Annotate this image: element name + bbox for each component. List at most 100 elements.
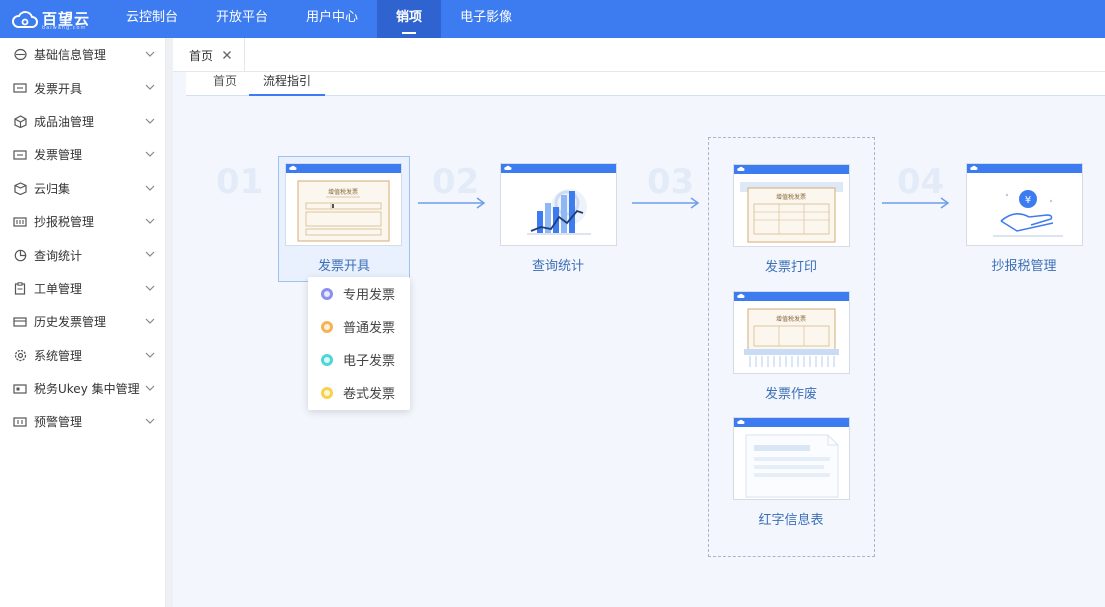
close-icon[interactable] bbox=[222, 50, 232, 60]
chevron-down-icon bbox=[145, 385, 155, 391]
sidebar-item-label: 抄报税管理 bbox=[34, 215, 95, 230]
chevron-down-icon bbox=[145, 352, 155, 358]
sidebar-item-invoice-issue[interactable]: 发票开具 bbox=[0, 71, 165, 104]
card-invoice-issue[interactable]: 增值税发票 bbox=[285, 163, 402, 246]
chevron-down-icon bbox=[145, 51, 155, 57]
popup-item-normal-invoice[interactable]: 普通发票 bbox=[308, 310, 410, 343]
normal-invoice-icon bbox=[321, 320, 333, 333]
cloud-logo-icon bbox=[12, 11, 38, 28]
logo[interactable]: 百望云 baiwang.com bbox=[12, 7, 102, 31]
money-hand-illustration: ¥ bbox=[993, 190, 1063, 237]
step-label-query-stats[interactable]: 查询统计 bbox=[531, 259, 584, 274]
sidebar-item-label: 预警管理 bbox=[34, 415, 83, 430]
chevron-down-icon bbox=[145, 118, 155, 124]
invoice-illustration: 增值税发票 bbox=[297, 180, 390, 242]
card-header bbox=[734, 418, 849, 427]
tab-home[interactable]: 首页 bbox=[173, 38, 245, 72]
step-number: 01 bbox=[216, 162, 264, 202]
sidebar-item-oil[interactable]: 成品油管理 bbox=[0, 105, 165, 138]
step-label-red-info-sheet[interactable]: 红字信息表 bbox=[758, 513, 824, 528]
invoice-type-popup: 专用发票 普通发票 电子发票 卷式发票 bbox=[308, 277, 410, 410]
subtab-home[interactable]: 首页 bbox=[213, 74, 238, 88]
nav-item-user-center[interactable]: 用户中心 bbox=[306, 10, 359, 25]
sidebar-item-label: 工单管理 bbox=[34, 281, 83, 296]
sidebar-item-work-order[interactable]: 工单管理 bbox=[0, 272, 165, 305]
popup-item-label: 普通发票 bbox=[343, 321, 396, 336]
sidebar-scrollbar[interactable] bbox=[166, 38, 173, 607]
document-illustration bbox=[745, 434, 839, 498]
tab-bar: 首页 bbox=[173, 38, 1105, 72]
sidebar-item-basic-info[interactable]: 基础信息管理 bbox=[0, 38, 165, 71]
step-number: 03 bbox=[647, 162, 695, 202]
database-icon bbox=[13, 48, 27, 62]
card-red-info-sheet[interactable] bbox=[733, 417, 850, 500]
card-header bbox=[734, 165, 849, 174]
history-icon bbox=[13, 315, 27, 329]
ticket-icon bbox=[13, 148, 27, 162]
card-query-stats[interactable] bbox=[500, 163, 617, 246]
sidebar-item-invoice-manage[interactable]: 发票管理 bbox=[0, 138, 165, 171]
card-invoice-print[interactable]: 增值税发票 bbox=[733, 164, 850, 247]
step-label-tax-report[interactable]: 抄报税管理 bbox=[991, 259, 1057, 274]
sidebar-item-label: 系统管理 bbox=[34, 348, 83, 363]
tax-icon bbox=[13, 215, 27, 229]
step-label-invoice-print[interactable]: 发票打印 bbox=[764, 260, 817, 275]
gear-icon bbox=[13, 348, 27, 362]
step-label-invoice-void[interactable]: 发票作废 bbox=[764, 387, 817, 402]
card-invoice-void[interactable]: 增值税发票 bbox=[733, 291, 850, 374]
sidebar-item-alert[interactable]: 预警管理 bbox=[0, 405, 165, 438]
invoice-title: 增值税发票 bbox=[776, 315, 806, 323]
step-number: 02 bbox=[432, 162, 480, 202]
arrow-right-icon bbox=[632, 197, 700, 209]
svg-text:¥: ¥ bbox=[1025, 195, 1031, 206]
chevron-down-icon bbox=[145, 185, 155, 191]
chevron-down-icon bbox=[145, 285, 155, 291]
pie-chart-icon bbox=[13, 248, 27, 262]
chevron-down-icon bbox=[145, 418, 155, 425]
sidebar-item-label: 查询统计 bbox=[34, 248, 83, 263]
sidebar-item-label: 发票开具 bbox=[34, 81, 83, 96]
invoice-title: 增值税发票 bbox=[328, 188, 358, 196]
card-header bbox=[286, 164, 401, 173]
logo-text: 百望云 bbox=[42, 10, 91, 28]
chevron-down-icon bbox=[145, 151, 155, 158]
top-bar: 百望云 baiwang.com 云控制台 开放平台 用户中心 销项 电子影像 bbox=[0, 0, 1105, 38]
step-number: 04 bbox=[897, 162, 945, 202]
sidebar-item-label: 基础信息管理 bbox=[34, 48, 107, 63]
electronic-invoice-icon bbox=[321, 353, 333, 366]
shredder-illustration: 增值税发票 bbox=[744, 308, 839, 367]
sidebar-item-cloud-collect[interactable]: 云归集 bbox=[0, 172, 165, 205]
card-header bbox=[967, 164, 1082, 173]
popup-item-roll-invoice[interactable]: 卷式发票 bbox=[308, 376, 410, 409]
sidebar: 基础信息管理 发票开具 成品油管理 发票管理 云归集 抄报税管理 查询统计 工单… bbox=[0, 38, 166, 607]
printer-illustration: 增值税发票 bbox=[740, 182, 843, 243]
step3-group-box bbox=[708, 137, 875, 557]
sidebar-item-history-invoice[interactable]: 历史发票管理 bbox=[0, 305, 165, 338]
sidebar-item-tax-report[interactable]: 抄报税管理 bbox=[0, 205, 165, 238]
special-invoice-icon bbox=[321, 287, 333, 300]
sidebar-item-query-stats[interactable]: 查询统计 bbox=[0, 238, 165, 271]
roll-invoice-icon bbox=[321, 386, 333, 399]
cube-icon bbox=[13, 114, 27, 128]
clipboard-icon bbox=[13, 281, 27, 295]
ukey-icon bbox=[13, 382, 27, 396]
subtab-flow-guide[interactable]: 流程指引 bbox=[249, 72, 326, 96]
sidebar-item-system[interactable]: 系统管理 bbox=[0, 339, 165, 372]
box-icon bbox=[13, 181, 27, 195]
card-header bbox=[501, 164, 616, 173]
nav-item-sales[interactable]: 销项 bbox=[377, 0, 442, 38]
popup-item-label: 电子发票 bbox=[343, 354, 396, 369]
invoice-title: 增值税发票 bbox=[776, 193, 806, 201]
popup-item-special-invoice[interactable]: 专用发票 bbox=[308, 277, 410, 310]
nav-item-e-image[interactable]: 电子影像 bbox=[460, 10, 513, 25]
sidebar-item-ukey[interactable]: 税务Ukey 集中管理 bbox=[0, 372, 165, 405]
sidebar-item-label: 发票管理 bbox=[34, 148, 83, 163]
card-tax-report[interactable]: ¥ bbox=[966, 163, 1083, 246]
nav-item-console[interactable]: 云控制台 bbox=[126, 10, 179, 25]
popup-item-electronic-invoice[interactable]: 电子发票 bbox=[308, 343, 410, 376]
nav-item-open-platform[interactable]: 开放平台 bbox=[216, 10, 269, 25]
step-label-invoice-issue[interactable]: 发票开具 bbox=[317, 259, 370, 274]
sidebar-item-label: 成品油管理 bbox=[34, 114, 95, 129]
arrow-right-icon bbox=[418, 197, 486, 209]
chevron-down-icon bbox=[145, 84, 155, 91]
